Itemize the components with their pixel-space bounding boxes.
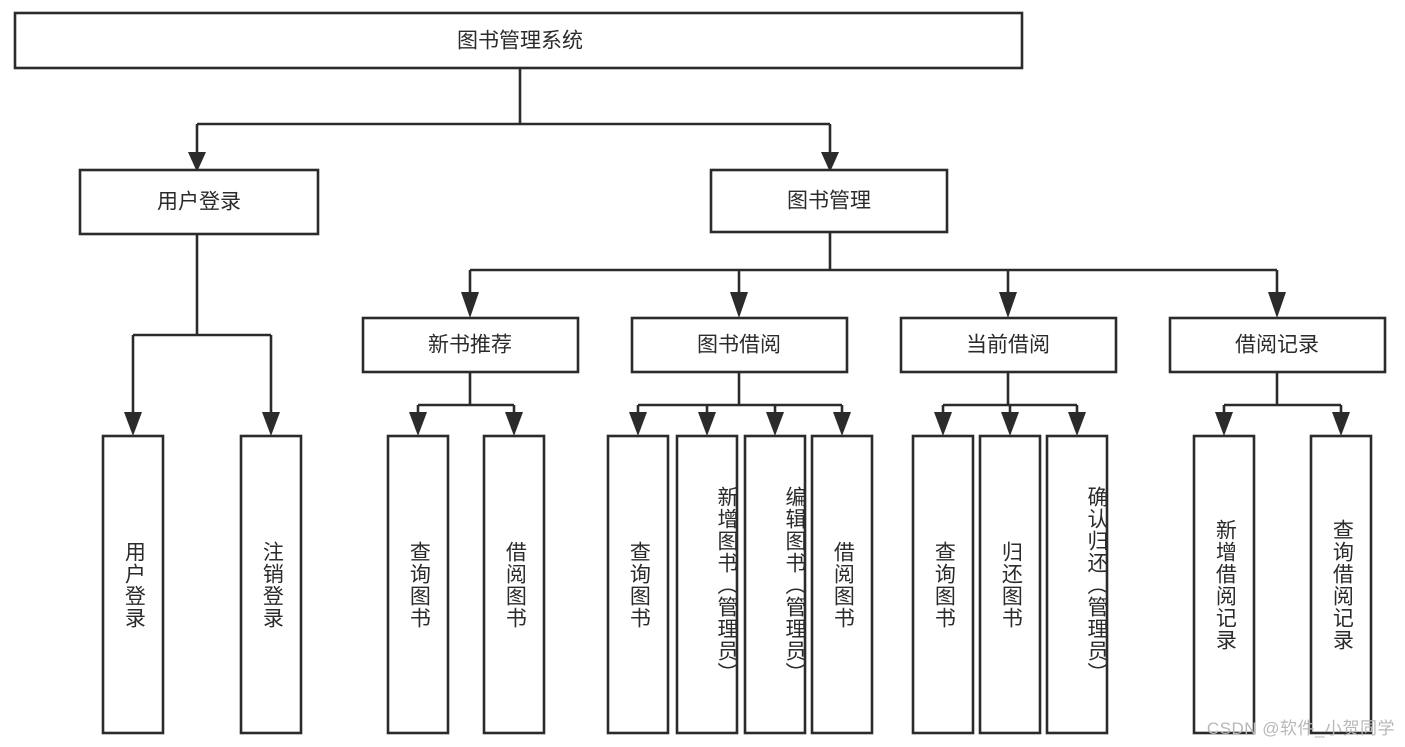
node-root[interactable] [13, 11, 1024, 70]
node-user-login[interactable] [78, 168, 320, 236]
node-leaf-query-book-2[interactable] [606, 434, 670, 735]
node-new-book-recommend[interactable] [361, 316, 580, 374]
node-current-borrow[interactable] [899, 316, 1118, 374]
csdn-watermark: CSDN @软件_小贺同学 [1206, 719, 1395, 738]
node-borrow-record[interactable] [1168, 316, 1387, 374]
nodes-group [13, 11, 1387, 735]
arrowhead-leaf-user-logout [262, 412, 280, 436]
node-leaf-confirm-return[interactable] [1045, 434, 1109, 735]
node-book-borrow[interactable] [630, 316, 849, 374]
arrowhead-leaf-add-record [1215, 412, 1233, 436]
connectors-group [124, 68, 1350, 436]
arrowhead-leaf-borrow-book-1 [505, 412, 523, 436]
node-leaf-borrow-book-1[interactable] [482, 434, 546, 735]
arrowhead-leaf-query-book-2 [629, 412, 647, 436]
node-leaf-query-book-3[interactable] [911, 434, 975, 735]
arrowhead-leaf-edit-book [766, 412, 784, 436]
node-leaf-query-record[interactable] [1309, 434, 1373, 735]
label-current-borrow: 当前借阅 [966, 334, 1050, 357]
label-new-book-recommend: 新书推荐 [428, 334, 512, 357]
arrowhead-leaf-query-book-3 [934, 412, 952, 436]
node-book-manage[interactable] [709, 168, 949, 234]
label-book-manage: 图书管理 [787, 190, 871, 213]
horizontal-labels-group: 图书管理系统 用户登录 图书管理 新书推荐 图书借阅 当前借阅 借阅记录 [157, 30, 1319, 357]
label-borrow-record: 借阅记录 [1235, 334, 1319, 357]
node-leaf-add-record[interactable] [1192, 434, 1256, 735]
node-leaf-user-logout[interactable] [239, 434, 303, 735]
node-leaf-edit-book[interactable] [743, 434, 807, 735]
label-user-login: 用户登录 [157, 191, 241, 214]
arrowhead-borrow-record [1268, 292, 1286, 318]
node-leaf-add-book[interactable] [675, 434, 739, 735]
arrowhead-leaf-borrow-book-2 [833, 412, 851, 436]
arrowhead-leaf-add-book [698, 412, 716, 436]
node-leaf-user-login[interactable] [101, 434, 165, 735]
arrowhead-book-borrow [730, 292, 748, 318]
arrowhead-user-login [188, 152, 206, 172]
arrowhead-current-borrow [999, 292, 1017, 318]
arrowhead-leaf-return-book [1001, 412, 1019, 436]
arrowhead-leaf-user-login [124, 412, 142, 436]
arrowhead-leaf-confirm-return [1068, 412, 1086, 436]
node-leaf-borrow-book-2[interactable] [810, 434, 874, 735]
arrowhead-leaf-query-book-1 [409, 412, 427, 436]
arrowhead-leaf-query-record [1332, 412, 1350, 436]
label-root: 图书管理系统 [457, 30, 583, 53]
label-book-borrow: 图书借阅 [697, 334, 781, 357]
node-leaf-return-book[interactable] [978, 434, 1042, 735]
arrowhead-new-book-recommend [461, 292, 479, 318]
node-leaf-query-book-1[interactable] [386, 434, 450, 735]
arrowhead-book-manage [821, 152, 839, 172]
